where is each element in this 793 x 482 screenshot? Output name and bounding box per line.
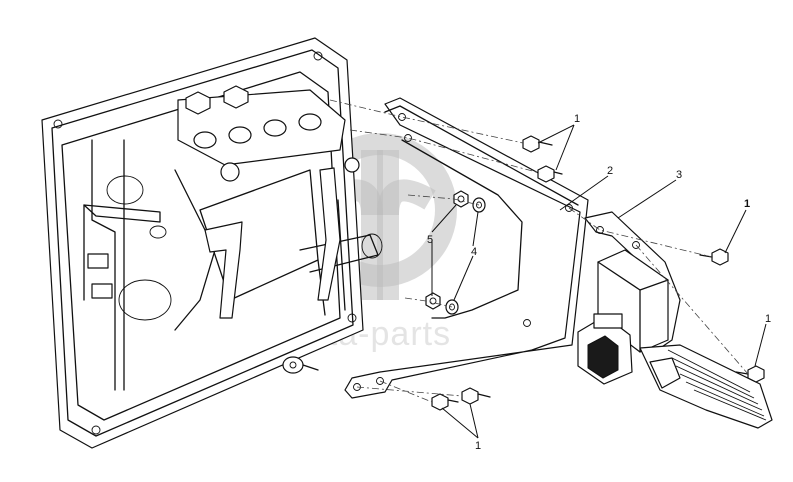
nut-5a [453,190,469,208]
callout-4: 4 [471,246,477,258]
bolt-1f [461,387,491,405]
callouts: 1 2 3 1 5 4 1 1 [427,113,771,452]
assembly-axis-lines [329,99,749,403]
bolt-1d [735,365,765,383]
callout-1-right: 1 [744,198,750,210]
leader-lines [431,124,767,439]
callout-1-pedal: 1 [765,313,771,325]
callout-5: 5 [427,234,433,246]
callout-2: 2 [607,165,613,177]
mounting-plate [41,37,383,449]
bolt-1c [699,248,729,266]
bolt-1e [431,393,459,411]
bolt-1b [537,165,563,183]
accelerator-pedal [577,249,773,429]
bolt-1a [522,135,553,153]
callout-3: 3 [676,169,682,181]
callout-1-bottom: 1 [475,440,481,452]
callout-1-top: 1 [574,113,580,125]
nut-5b [425,292,441,310]
adapter-bracket [344,97,589,399]
